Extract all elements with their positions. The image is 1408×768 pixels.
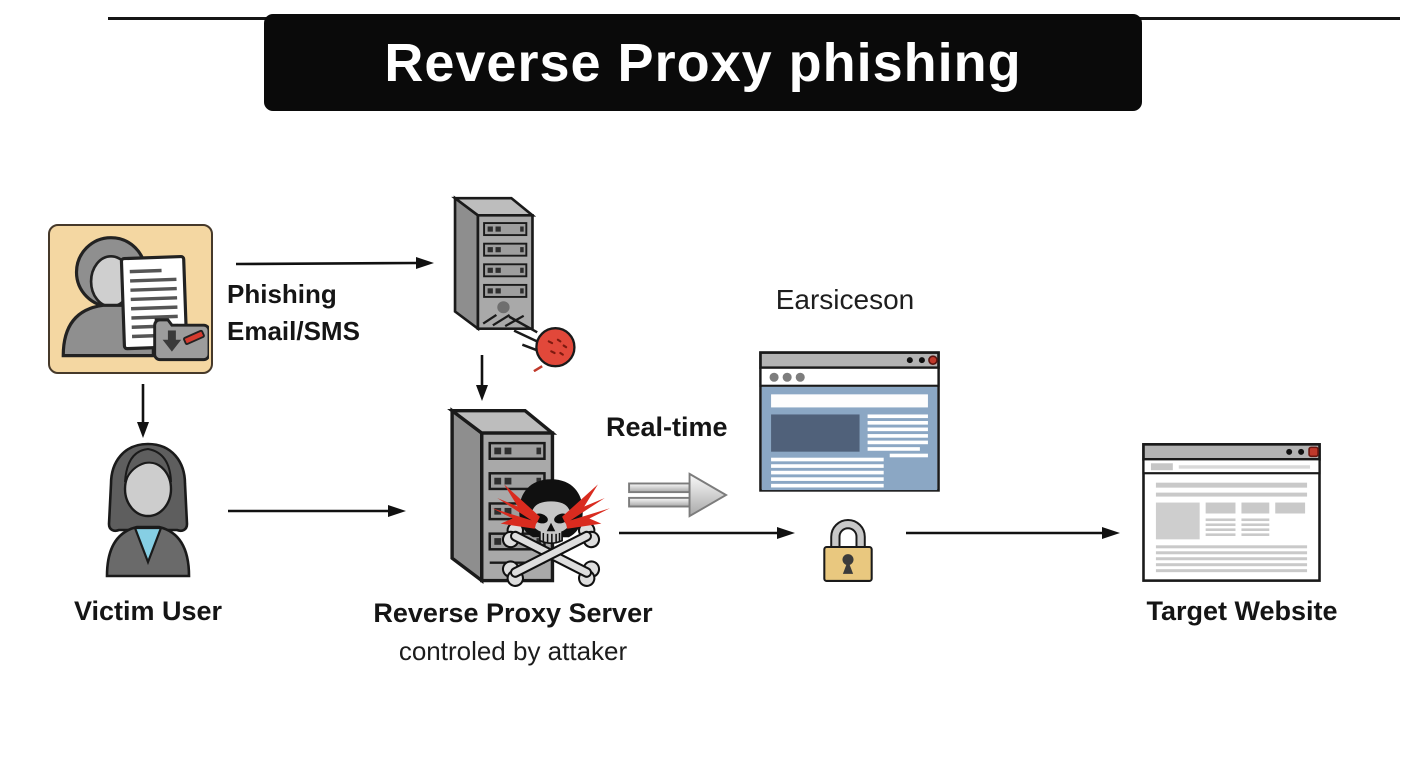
keyhole [842, 554, 854, 574]
mail-server-icon [451, 195, 536, 332]
red-lightning [492, 484, 610, 529]
page-title: Reverse Proxy phishing [384, 32, 1022, 93]
arrow-session-to-target [906, 527, 1120, 539]
browser-title-bar [1142, 443, 1321, 461]
phishing-message-line2: Email/SMS [227, 316, 360, 346]
window-dot [906, 357, 913, 364]
download-arrow-icon [162, 330, 182, 352]
skull-crossbones-icon [492, 479, 610, 587]
arrow-proxy-to-session [619, 527, 795, 539]
page-banner-bar [771, 394, 928, 408]
malware-comet-icon [508, 315, 576, 372]
phishing-message-label: Phishing Email/SMS [227, 276, 457, 350]
window-dot [1286, 448, 1293, 455]
skull-nose [546, 522, 556, 532]
shirt-collar [133, 526, 163, 566]
browser-toolbar [759, 366, 940, 387]
arrow-victim-to-proxy [228, 505, 406, 517]
arrow-phishing-to-server [236, 257, 434, 269]
window-close-dot [1308, 446, 1319, 458]
phishing-browser-icon [759, 351, 940, 492]
phishing-source-icon [61, 236, 209, 362]
shackle [832, 520, 864, 552]
target-website-label: Target Website [1146, 596, 1338, 626]
toolbar-tab [1150, 463, 1173, 471]
title-banner: Reverse Proxy phishing [264, 14, 1142, 111]
page-text-lines [771, 414, 928, 488]
phishing-source-box [48, 224, 213, 374]
phishing-site-label: Earsiceson [775, 284, 915, 315]
server-slots [483, 222, 528, 298]
red-pencil-icon [183, 329, 205, 345]
page-image-block [771, 414, 860, 452]
victim-user-label: Victim User [73, 596, 223, 626]
proxy-server-label: Reverse Proxy Server [373, 598, 653, 628]
comet-spots [547, 338, 568, 356]
realtime-label: Real-time [606, 412, 728, 442]
toolbar-dot [782, 372, 792, 382]
wireframe-content [1155, 482, 1308, 573]
proxy-server-sublabel: controled by attaker [398, 636, 628, 666]
padlock-icon [823, 519, 873, 582]
address-bar-line [1178, 465, 1311, 469]
comet-red-trail [533, 365, 543, 372]
arrow-source-to-victim [137, 384, 149, 438]
malicious-attachment-icon [153, 318, 209, 362]
toolbar-dot [769, 372, 779, 382]
arrow-server-down [476, 355, 488, 401]
skull-teeth [542, 532, 561, 545]
phishing-message-line1: Phishing [227, 279, 337, 309]
bone [501, 521, 601, 587]
target-browser-icon [1142, 443, 1321, 582]
window-dot [1298, 448, 1305, 455]
window-dot [918, 357, 925, 364]
realtime-arrow-icon [628, 472, 728, 518]
toolbar-dot [795, 372, 805, 382]
window-close-dot [928, 355, 938, 365]
victim-user-icon [105, 442, 191, 578]
server-vent-circle [497, 301, 510, 314]
